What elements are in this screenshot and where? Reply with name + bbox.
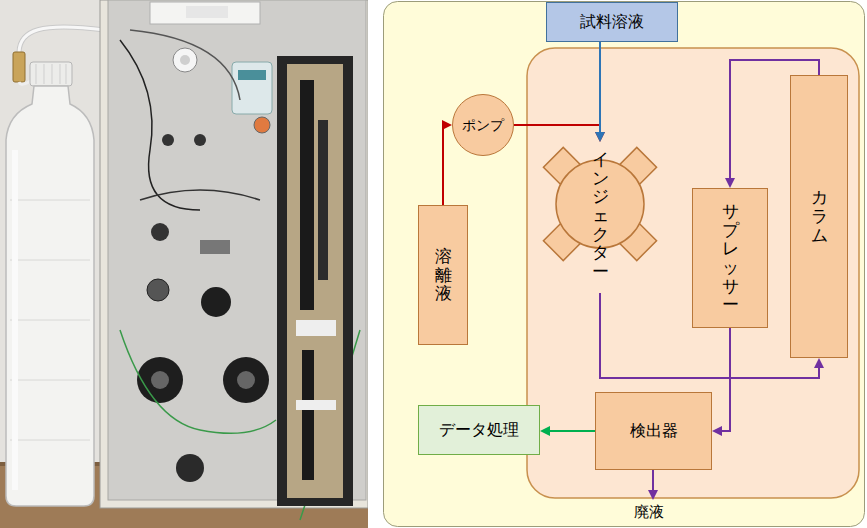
flow-path xyxy=(548,430,595,432)
arrowhead xyxy=(595,132,605,142)
pump-circle: ポンプ xyxy=(452,94,514,156)
arrowhead xyxy=(814,358,824,368)
photo-background xyxy=(0,0,368,528)
node-text: サプレッサー xyxy=(722,202,739,314)
flow-path xyxy=(720,328,730,431)
flow-path xyxy=(514,125,600,134)
waste-arrowhead xyxy=(648,490,658,500)
node-text: インジェクター xyxy=(592,150,609,281)
diagram-panel xyxy=(384,2,865,527)
flow-line xyxy=(712,328,730,436)
arrowhead xyxy=(442,120,452,130)
eluent-box: 溶離液 xyxy=(418,205,468,345)
data-box: データ処理 xyxy=(418,405,540,455)
flow-path xyxy=(443,125,444,205)
injector-valve: インジェクター xyxy=(540,142,660,293)
chromatograph-unit xyxy=(100,0,368,520)
suppressor-box: サプレッサー xyxy=(692,188,768,328)
node-text: 検出器 xyxy=(630,421,678,440)
arrowhead xyxy=(725,178,735,188)
node-text: 試料溶液 xyxy=(580,12,644,31)
sample-box: 試料溶液 xyxy=(546,2,678,42)
flow-path xyxy=(599,42,601,134)
detector-box: 検出器 xyxy=(595,392,712,470)
node-text: データ処理 xyxy=(439,420,519,439)
column-box: カラム xyxy=(790,75,848,358)
node-text: カラム xyxy=(811,188,828,244)
instrument-enclosure xyxy=(527,48,859,498)
flow-line xyxy=(442,120,452,205)
waste-line xyxy=(652,470,654,492)
eluent-bottle xyxy=(6,27,105,506)
flow-line xyxy=(514,125,605,142)
arrowhead xyxy=(540,426,550,436)
arrowhead xyxy=(712,426,722,436)
waste-label: 廃液 xyxy=(634,503,664,521)
arrowhead xyxy=(595,132,605,142)
instrument-photo xyxy=(0,0,368,528)
node-text: ポンプ xyxy=(462,117,504,134)
flow-line xyxy=(595,42,605,142)
flow-line xyxy=(540,426,595,436)
node-text: 溶離液 xyxy=(435,247,452,303)
